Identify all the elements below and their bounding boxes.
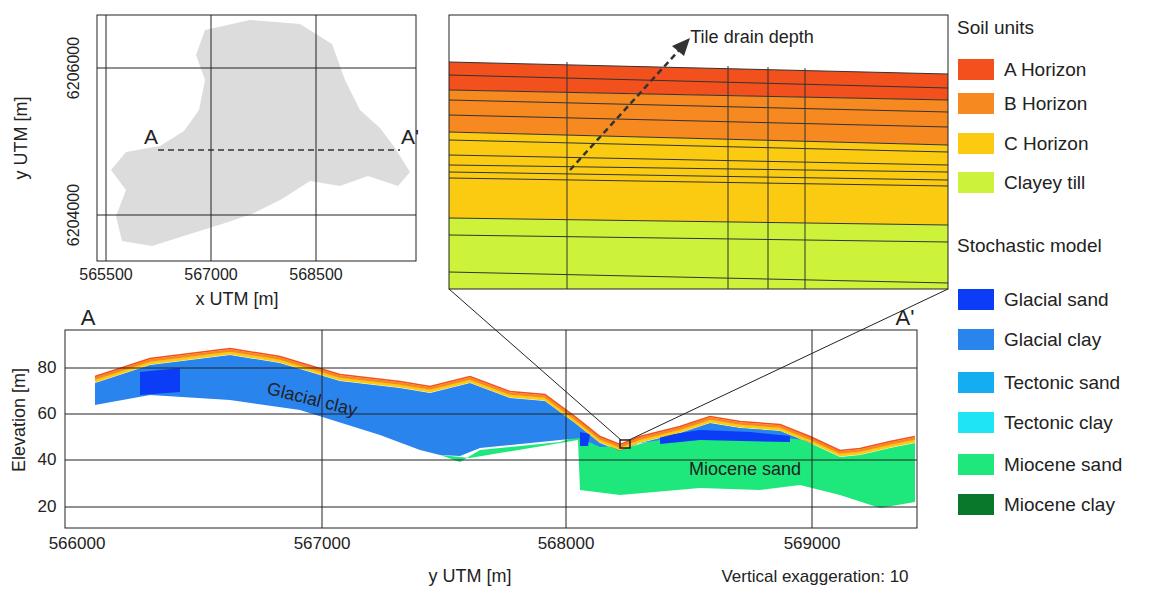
tick-label: 20 — [38, 498, 57, 517]
legend-text: Clayey till — [1004, 173, 1085, 194]
tick-label: 6206000 — [65, 37, 83, 99]
legend-swatch — [958, 412, 994, 433]
zoom-connector — [449, 289, 948, 448]
legend-text: B Horizon — [1004, 94, 1087, 115]
section-geology — [95, 349, 915, 509]
tick-label: 569000 — [784, 535, 841, 554]
tick-label: 6204000 — [65, 184, 83, 246]
zoom-frame — [449, 15, 948, 289]
leader-arrow — [570, 38, 690, 170]
tick-label: 60 — [38, 405, 57, 424]
legend-swatch — [958, 289, 994, 310]
callout-text: Tile drain depth — [690, 28, 813, 48]
legend-swatch — [958, 133, 994, 154]
legend-swatch — [958, 372, 994, 393]
tick-label: 80 — [38, 359, 57, 378]
catchment-area — [111, 20, 410, 246]
legend-text: A Horizon — [1004, 60, 1086, 81]
legend-swatch — [958, 59, 994, 80]
section-end-label: A — [81, 306, 96, 330]
tick-label: 567000 — [294, 535, 351, 554]
map-grid — [97, 15, 416, 261]
legend-text: Miocene clay — [1004, 495, 1115, 516]
legend-swatch — [958, 329, 994, 350]
axis-title: Elevation [m] — [10, 368, 30, 472]
section-end-label: A' — [896, 306, 915, 330]
note-text: Vertical exaggeration: 10 — [721, 568, 908, 587]
zoom-layers — [449, 62, 948, 289]
legend-text: Tectonic clay — [1004, 413, 1113, 434]
tick-label: 40 — [38, 451, 57, 470]
legend-swatch — [958, 172, 994, 193]
legend-swatch — [958, 454, 994, 475]
axis-title: y UTM [m] — [429, 567, 512, 587]
legend-swatch — [958, 494, 994, 515]
section-grid — [65, 330, 917, 528]
legend-text: Glacial sand — [1004, 290, 1109, 311]
section-line — [158, 149, 400, 151]
section-end-label: A — [144, 125, 158, 148]
legend-text: Tectonic sand — [1004, 373, 1120, 394]
legend-swatch — [958, 93, 994, 114]
legend-heading: Soil units — [957, 18, 1034, 39]
tick-label: 565500 — [79, 266, 132, 284]
axis-title: y UTM [m] — [12, 97, 32, 180]
tick-label: 567000 — [184, 266, 237, 284]
legend-text: Miocene sand — [1004, 455, 1122, 476]
tick-label: 568500 — [289, 266, 342, 284]
map-frame — [97, 15, 416, 261]
section-frame — [65, 330, 917, 528]
section-end-label: A' — [401, 125, 419, 148]
legend-text: Glacial clay — [1004, 330, 1101, 351]
tick-label: 566000 — [49, 535, 106, 554]
axis-title: x UTM [m] — [196, 290, 279, 310]
legend-text: C Horizon — [1004, 134, 1088, 155]
legend-heading: Stochastic model — [957, 236, 1102, 257]
tick-label: 568000 — [538, 535, 595, 554]
unit-label: Miocene sand — [689, 460, 801, 480]
